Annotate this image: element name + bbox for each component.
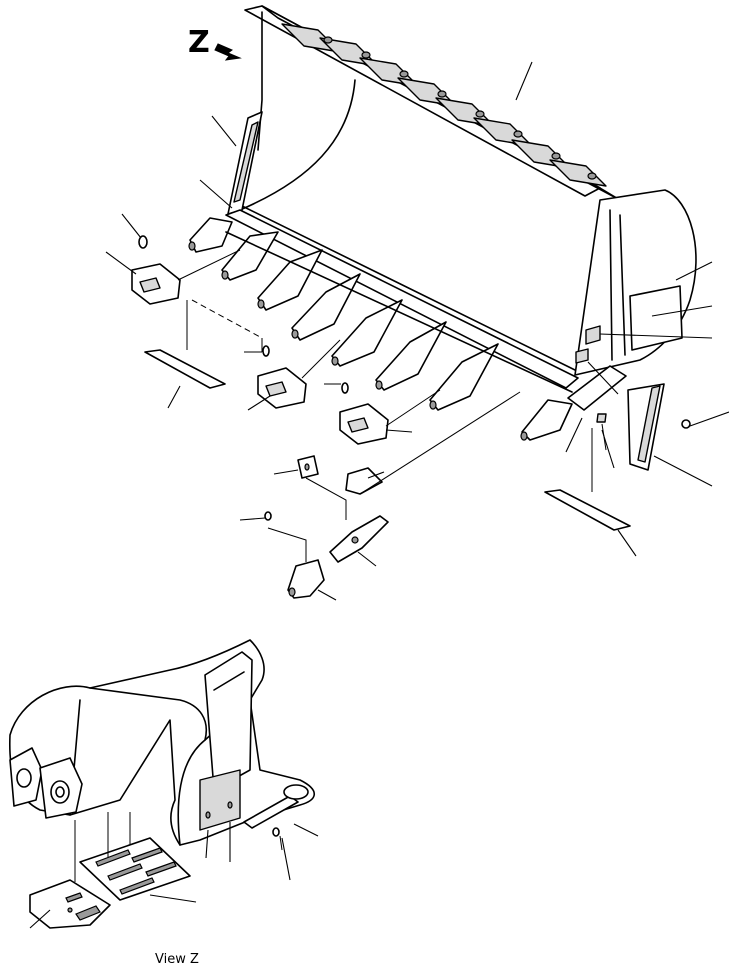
tooth <box>291 273 361 341</box>
tooth <box>221 231 279 281</box>
side-wear-block <box>629 285 683 351</box>
lock-pin <box>264 511 272 521</box>
side-bolt-plate-2 <box>575 348 589 364</box>
view-arrow-icon <box>214 43 242 61</box>
view-z-caption: View Z <box>155 952 199 964</box>
leader-lines-upper <box>105 61 729 601</box>
view-z-marker: Z <box>188 25 242 61</box>
exploded-parts <box>131 235 691 599</box>
shroud <box>345 467 383 495</box>
lock-pin <box>341 382 349 394</box>
lock-pin <box>138 235 148 249</box>
bucket-back-curve <box>239 79 356 211</box>
side-plate-edge <box>609 209 613 361</box>
wear-plate-right <box>544 489 631 531</box>
side-plate-edge-2 <box>619 214 626 356</box>
view-z-detail <box>9 639 319 929</box>
side-bolt-plate <box>585 325 601 345</box>
right-side-cutter-lower <box>567 365 627 411</box>
view-z-washer <box>272 827 280 837</box>
tooth <box>429 343 499 411</box>
washer <box>596 413 607 423</box>
adapter-tooth <box>287 559 325 599</box>
adapter-line <box>225 231 573 393</box>
view-z-pin-head <box>283 784 309 800</box>
tooth <box>331 299 403 367</box>
bucket-left-edge <box>257 11 263 151</box>
bucket-floor-edge <box>239 204 576 371</box>
view-z-side-cutter <box>204 651 253 791</box>
view-arrow-letter: Z <box>188 25 210 60</box>
tooth <box>375 321 447 391</box>
bucket-teeth <box>188 217 573 441</box>
bucket-assembly <box>188 5 697 471</box>
tooth <box>188 217 233 253</box>
tooth <box>257 249 323 311</box>
view-z-base-plate <box>29 879 111 929</box>
rim-wear-plates <box>281 23 607 187</box>
wear-plate <box>144 349 226 389</box>
tooth-point <box>329 515 389 563</box>
hinge-bosses <box>9 747 83 819</box>
view-z-bolt <box>243 795 299 829</box>
nut <box>681 419 691 429</box>
lock-pin <box>262 345 270 357</box>
wear-plate-slots <box>95 847 177 895</box>
tooth <box>520 399 573 441</box>
